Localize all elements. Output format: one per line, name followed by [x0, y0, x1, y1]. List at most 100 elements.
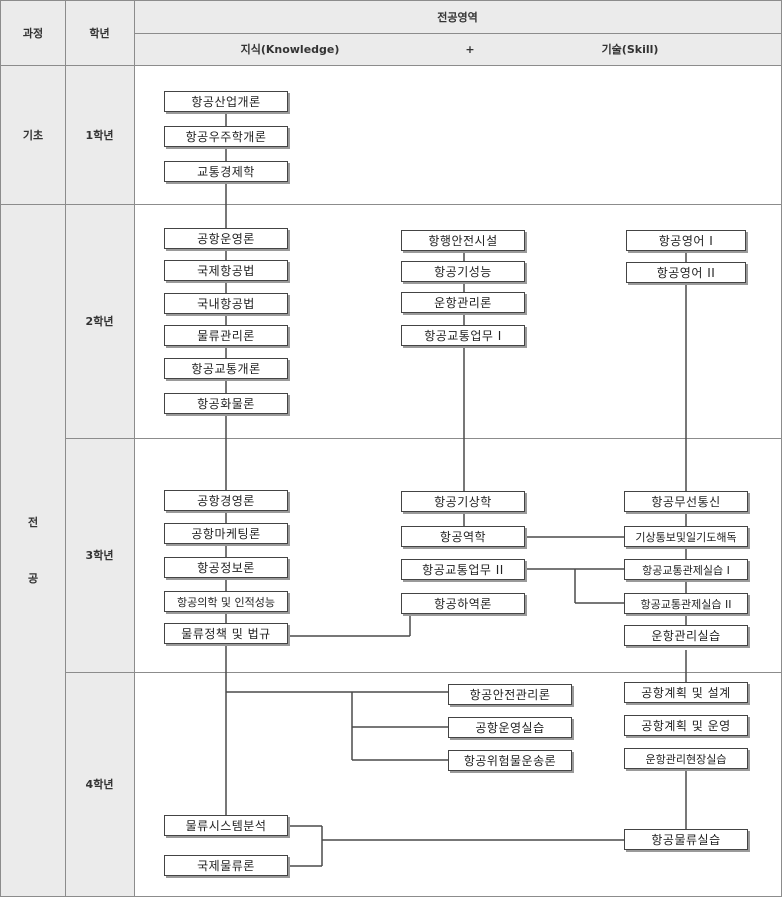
header-course-label: 과정 — [22, 27, 44, 40]
course-dangerous-goods: 항공위험물운송론 — [448, 750, 572, 771]
year-4: 4학년 — [65, 672, 134, 896]
course-label: 항공교통관제실습 I — [642, 563, 730, 577]
course-label: 기상통보및일기도해독 — [635, 530, 737, 544]
course-label: 항공우주학개론 — [185, 130, 267, 144]
course-label: 항공교통업무 II — [422, 563, 504, 577]
course-label: 항공물류실습 — [651, 833, 721, 847]
course-major-label-2: 공 — [27, 572, 39, 585]
course-label: 항공의학 및 인적성능 — [176, 595, 276, 609]
course-transport-economics: 교통경제학 — [164, 161, 288, 182]
course-label: 물류정책 및 법규 — [181, 627, 271, 641]
course-aviation-industry-intro: 항공산업개론 — [164, 91, 288, 112]
course-atc-practice-1: 항공교통관제실습 I — [624, 559, 748, 580]
course-label: 항공교통업무 I — [424, 329, 502, 343]
course-air-logistics-practice: 항공물류실습 — [624, 829, 748, 850]
course-label: 물류관리론 — [197, 329, 255, 343]
course-label: 공항마케팅론 — [191, 527, 261, 541]
course-aviation-english-1: 항공영어 I — [626, 230, 746, 251]
header-knowledge: 지식(Knowledge) — [190, 33, 390, 65]
course-air-transport-intro: 항공교통개론 — [164, 358, 288, 379]
course-label: 항행안전시설 — [428, 234, 498, 248]
header-course: 과정 — [1, 1, 65, 65]
course-label: 항공산업개론 — [191, 95, 261, 109]
course-navigation-safety-facilities: 항행안전시설 — [401, 230, 525, 251]
course-label: 공항경영론 — [197, 494, 255, 508]
grid-line — [65, 0, 66, 897]
header-plus-label: + — [465, 42, 475, 56]
grid-line — [65, 672, 782, 673]
course-aviation-radio: 항공무선통신 — [624, 491, 748, 512]
course-international-air-law: 국제항공법 — [164, 260, 288, 281]
header-skill: 기술(Skill) — [530, 33, 730, 65]
course-air-cargo-handling: 항공하역론 — [401, 593, 525, 614]
logistics-branch — [288, 825, 624, 867]
course-label: 항공기상학 — [434, 495, 492, 509]
year-4-label: 4학년 — [85, 778, 114, 791]
header-knowledge-label: 지식(Knowledge) — [240, 43, 340, 56]
course-label: 항공기성능 — [434, 265, 492, 279]
header-subareas — [134, 33, 781, 65]
course-aerospace-intro: 항공우주학개론 — [164, 126, 288, 147]
course-aerodynamics: 항공역학 — [401, 526, 525, 547]
header-year: 학년 — [65, 1, 134, 65]
course-air-traffic-services-2: 항공교통업무 II — [401, 559, 525, 580]
course-label: 항공무선통신 — [651, 495, 721, 509]
course-label: 공항계획 및 설계 — [641, 686, 731, 700]
course-label: 항공영어 I — [658, 234, 714, 248]
course-atc-practice-2: 항공교통관제실습 II — [624, 593, 748, 614]
course-label: 국제물류론 — [197, 859, 255, 873]
course-logistics-systems-analysis: 물류시스템분석 — [164, 815, 288, 836]
course-airport-planning-design: 공항계획 및 설계 — [624, 682, 748, 703]
cross-links — [288, 536, 624, 637]
course-label: 항공정보론 — [197, 561, 255, 575]
grid-line — [65, 438, 782, 439]
course-label: 운항관리실습 — [651, 629, 721, 643]
header-major-area: 전공영역 — [134, 1, 781, 33]
grid-line — [0, 204, 782, 205]
course-label: 항공위험물운송론 — [463, 754, 557, 768]
grid-line — [134, 33, 782, 34]
course-label: 교통경제학 — [197, 165, 255, 179]
course-airport-marketing: 공항마케팅론 — [164, 523, 288, 544]
course-major: 전 공 — [1, 204, 65, 896]
course-label: 국제항공법 — [197, 264, 255, 278]
header-year-label: 학년 — [89, 27, 110, 40]
year-2: 2학년 — [65, 204, 134, 438]
header-plus: + — [455, 33, 485, 65]
year-2-label: 2학년 — [85, 315, 114, 328]
year-1: 1학년 — [65, 65, 134, 204]
course-international-logistics: 국제물류론 — [164, 855, 288, 876]
course-label: 항공영어 II — [656, 266, 716, 280]
course-domestic-air-law: 국내항공법 — [164, 293, 288, 314]
grid-line — [0, 65, 782, 66]
course-aircraft-performance: 항공기성능 — [401, 261, 525, 282]
grid-line — [134, 0, 135, 897]
course-airport-operations: 공항운영론 — [164, 228, 288, 249]
course-label: 공항운영론 — [197, 232, 255, 246]
header-major-area-label: 전공영역 — [437, 11, 478, 24]
course-flight-operations-field-practice: 운항관리현장실습 — [624, 748, 748, 769]
course-air-traffic-services-1: 항공교통업무 I — [401, 325, 525, 346]
course-label: 공항계획 및 운영 — [641, 719, 731, 733]
course-logistics-policy: 물류정책 및 법규 — [164, 623, 288, 644]
course-logistics-management: 물류관리론 — [164, 325, 288, 346]
header-skill-label: 기술(Skill) — [601, 43, 659, 56]
course-airport-operations-practice: 공항운영실습 — [448, 717, 572, 738]
course-label: 항공교통관제실습 II — [640, 597, 732, 611]
year-1-label: 1학년 — [85, 128, 114, 142]
course-airport-management: 공항경영론 — [164, 490, 288, 511]
course-basic-label: 기초 — [22, 128, 44, 142]
course-air-cargo: 항공화물론 — [164, 393, 288, 414]
year-3-label: 3학년 — [85, 549, 114, 562]
year4-branch — [226, 691, 448, 761]
course-label: 국내항공법 — [197, 297, 255, 311]
course-label: 항공화물론 — [197, 397, 255, 411]
course-aviation-meteorology: 항공기상학 — [401, 491, 525, 512]
course-label: 항공역학 — [439, 530, 487, 544]
course-aviation-medicine: 항공의학 및 인적성능 — [164, 591, 288, 612]
course-aviation-information: 항공정보론 — [164, 557, 288, 578]
course-airport-planning-operation: 공항계획 및 운영 — [624, 715, 748, 736]
course-label: 운항관리론 — [434, 296, 492, 310]
course-flight-operations-management: 운항관리론 — [401, 292, 525, 313]
